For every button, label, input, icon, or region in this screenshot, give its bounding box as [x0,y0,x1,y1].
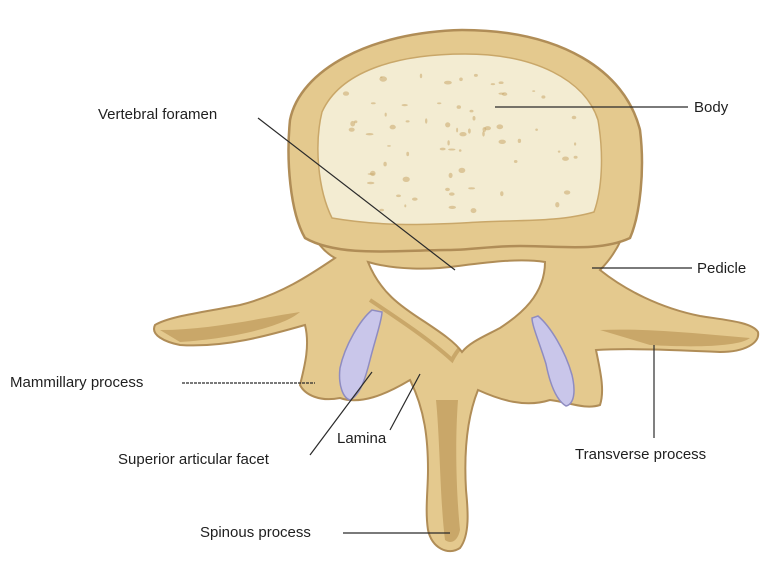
trabecular-speckle [445,122,450,127]
trabecular-speckle [370,171,376,176]
trabecular-speckle [499,81,504,84]
trabecular-speckle [535,129,538,131]
trabecular-speckle [468,187,475,189]
trabecular-speckle [437,102,441,104]
trabecular-speckle [447,140,449,145]
label-mammillary-process: Mammillary process [10,374,143,392]
trabecular-speckle [379,209,384,212]
trabecular-speckle [420,74,422,79]
trabecular-speckle [456,128,458,133]
trabecular-speckle [371,102,376,104]
trabecular-speckle [445,188,450,191]
label-transverse-process: Transverse process [575,446,706,464]
trabecular-speckle [406,152,409,156]
trabecular-speckle [387,145,391,147]
trabecular-speckle [518,139,521,143]
trabecular-speckle [459,132,466,136]
trabecular-speckle [380,76,382,78]
trabecular-speckle [366,133,374,135]
trabecular-speckle [412,198,418,201]
trabecular-speckle [564,190,570,194]
trabecular-speckle [574,156,578,159]
trabecular-speckle [350,121,355,127]
trabecular-speckle [343,91,349,95]
trabecular-speckle [440,148,446,151]
label-lamina: Lamina [337,430,386,448]
trabecular-speckle [541,95,545,98]
trabecular-speckle [484,126,491,130]
trabecular-speckle [349,128,355,132]
trabecular-speckle [532,90,535,92]
label-pedicle: Pedicle [697,260,746,278]
trabecular-speckle [403,177,410,182]
trabecular-speckle [396,195,401,198]
trabecular-speckle [449,206,456,209]
trabecular-speckle [406,120,410,122]
trabecular-speckle [473,116,476,121]
trabecular-speckle [367,182,374,185]
trabecular-speckle [558,151,561,153]
trabecular-speckle [500,191,503,196]
trabecular-speckle [404,204,406,207]
trabecular-speckle [444,81,452,85]
label-superior-articular-facet: Superior articular facet [118,451,269,469]
trabecular-speckle [449,192,455,195]
trabecular-speckle [482,131,485,137]
trabecular-speckle [468,128,471,133]
trabecular-speckle [459,149,462,152]
trabecular-speckle [514,160,518,163]
trabecular-speckle [459,78,463,82]
trabecular-speckle [497,124,504,129]
trabecular-speckle [572,116,577,120]
trabecular-speckle [425,118,427,123]
trabecular-speckle [499,140,506,144]
trabecular-speckle [474,74,478,77]
trabecular-speckle [449,173,453,178]
trabecular-speckle [471,208,477,213]
trabecular-speckle [448,149,455,151]
trabecular-speckle [562,157,569,161]
label-body: Body [694,99,728,117]
trabecular-speckle [491,83,495,85]
label-spinous-process: Spinous process [200,524,311,542]
trabecular-speckle [555,202,559,207]
trabecular-speckle [390,125,396,130]
trabecular-speckle [498,93,504,95]
trabecular-speckle [459,168,466,173]
trabecular-speckle [385,113,387,117]
trabecular-speckle [383,162,386,167]
trabecular-speckle [470,110,474,113]
trabecular-speckle [402,104,408,106]
trabecular-speckle [574,142,576,145]
label-vertebral-foramen: Vertebral foramen [98,106,217,124]
trabecular-speckle [457,105,461,109]
